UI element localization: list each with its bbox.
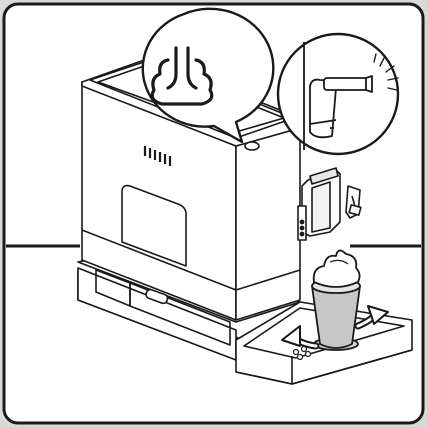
machine-body-side <box>235 127 301 321</box>
steam-icon <box>150 46 214 106</box>
rotate-arrows-icon <box>281 305 389 350</box>
glow-rays <box>373 53 399 91</box>
steam-callout <box>141 7 275 144</box>
service-door <box>121 184 187 267</box>
drip-tray-handle <box>145 288 169 305</box>
vent-slots <box>143 146 172 166</box>
milk-foam <box>312 249 361 288</box>
milk-cup <box>311 249 361 351</box>
steam-knob-detail-icon <box>303 42 373 150</box>
hopper-lid <box>244 141 260 151</box>
knob-detail-callout <box>276 32 400 156</box>
tray-marks <box>292 345 312 361</box>
